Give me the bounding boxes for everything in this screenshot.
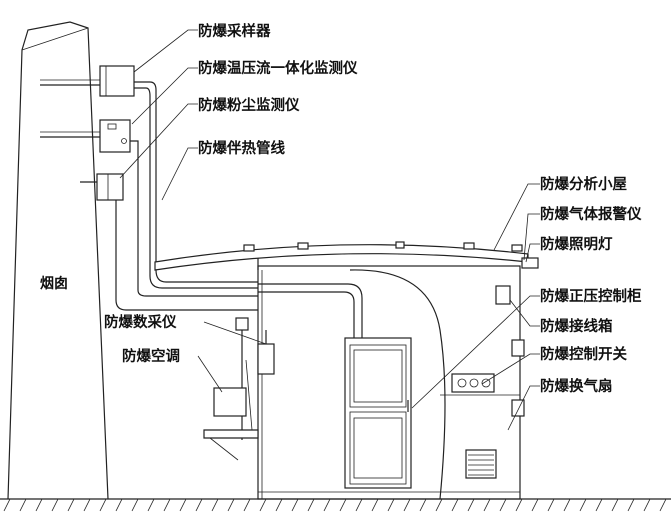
ground-hatch-mark [35, 498, 43, 512]
sampler-box [99, 65, 135, 97]
ground-hatch-mark [227, 498, 235, 512]
ground-hatch-mark [371, 498, 379, 512]
ground-hatch-mark [19, 498, 27, 512]
ground-hatch-mark [547, 498, 555, 512]
label-junction-box: 防爆接线箱 [540, 317, 613, 335]
ground-hatch-mark [611, 498, 619, 512]
label-analysis-shelter: 防爆分析小屋 [540, 175, 627, 193]
ground-hatch-mark [627, 498, 635, 512]
ground-hatch-mark [147, 498, 155, 512]
label-temp-pressure-flow-monitor: 防爆温压流一体化监测仪 [198, 59, 358, 77]
ground-hatch-mark [339, 498, 347, 512]
ground-hatch-mark [355, 498, 363, 512]
label-data-acquisition: 防爆数采仪 [104, 313, 177, 331]
label-gas-alarm: 防爆气体报警仪 [540, 205, 642, 223]
ground [0, 498, 671, 512]
ground-hatch-mark [419, 498, 427, 512]
chimney [7, 21, 109, 500]
ground-hatch-mark [243, 498, 251, 512]
ground-hatch-mark [131, 498, 139, 512]
ground-hatch-mark [499, 498, 507, 512]
ground-hatch-mark [451, 498, 459, 512]
chimney-label: 烟囱 [40, 275, 68, 292]
third-instrument-box [96, 173, 124, 201]
ground-hatch-mark [467, 498, 475, 512]
probes [40, 79, 100, 183]
air-conditioner [203, 317, 259, 461]
label-lighting: 防爆照明灯 [540, 235, 613, 253]
ground-hatch-mark [643, 498, 651, 512]
ground-hatch-mark [67, 498, 75, 512]
ground-hatch-mark [99, 498, 107, 512]
label-control-switch: 防爆控制开关 [540, 345, 627, 363]
label-sampler: 防爆采样器 [198, 22, 271, 40]
ground-hatch-mark [163, 498, 171, 512]
ground-hatch-mark [531, 498, 539, 512]
label-dust-monitor: 防爆粉尘监测仪 [198, 96, 300, 114]
right-wall-equipment [451, 257, 539, 417]
data-acquisition-unit [257, 330, 275, 375]
ground-hatch-mark [595, 498, 603, 512]
label-positive-pressure-cabinet: 防爆正压控制柜 [540, 287, 642, 305]
ground-hatch-mark [83, 498, 91, 512]
shelter-body [257, 265, 521, 500]
ground-hatch-mark [323, 498, 331, 512]
ground-hatch-mark [387, 498, 395, 512]
ground-hatch-mark [179, 498, 187, 512]
ground-hatch-mark [435, 498, 443, 512]
ground-hatch-mark [275, 498, 283, 512]
ground-hatch-mark [659, 498, 667, 512]
ground-hatch-mark [483, 498, 491, 512]
ground-hatch-mark [195, 498, 203, 512]
dust-monitor-box [99, 119, 131, 153]
ground-hatch-mark [259, 498, 267, 512]
ground-hatch-mark [115, 498, 123, 512]
label-air-conditioner: 防爆空调 [122, 347, 180, 365]
label-exhaust-fan: 防爆换气扇 [540, 377, 613, 395]
ground-hatch-mark [403, 498, 411, 512]
ground-hatch-mark [563, 498, 571, 512]
leader-lines [119, 29, 540, 431]
ground-hatch-mark [3, 498, 11, 512]
ground-hatch-mark [291, 498, 299, 512]
heat-tracing-pipes [115, 81, 363, 340]
exhaust-fan [465, 449, 497, 479]
ground-hatch-mark [515, 498, 523, 512]
ground-hatch-mark [579, 498, 587, 512]
label-heat-tracing-line: 防爆伴热管线 [198, 139, 285, 157]
ground-hatch-mark [307, 498, 315, 512]
ground-hatch-mark [211, 498, 219, 512]
ground-hatch-mark [51, 498, 59, 512]
control-cabinet [344, 337, 412, 489]
